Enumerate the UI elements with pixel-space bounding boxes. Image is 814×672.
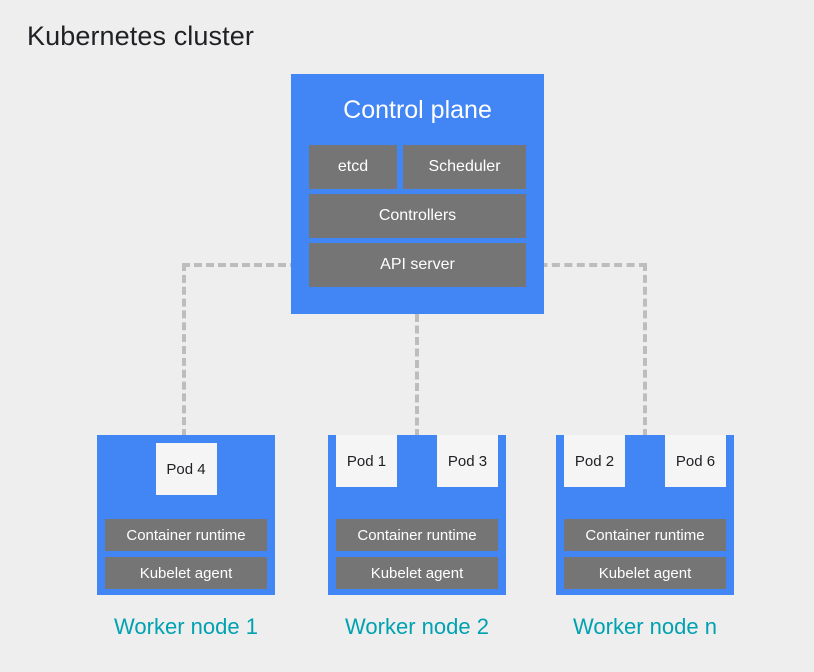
worker-node-2-kubelet-agent: Kubelet agent bbox=[336, 557, 498, 589]
worker-node-n-kubelet-agent: Kubelet agent bbox=[564, 557, 726, 589]
worker-node-n-pod-row: Pod 2 Pod 6 bbox=[556, 435, 734, 501]
control-plane-component-etcd: etcd bbox=[309, 145, 397, 189]
worker-node-n-caption: Worker node n bbox=[573, 614, 717, 639]
worker-node-n-container-runtime: Container runtime bbox=[564, 519, 726, 551]
worker-node-1-kubelet-agent: Kubelet agent bbox=[105, 557, 267, 589]
control-plane-component-controllers: Controllers bbox=[309, 194, 526, 238]
worker-node-1-container-runtime: Container runtime bbox=[105, 519, 267, 551]
connector-apiserver-to-node-2-vertical bbox=[415, 314, 419, 437]
pod: Pod 6 bbox=[665, 435, 726, 487]
control-plane-component-api-server: API server bbox=[309, 243, 526, 287]
worker-node-1-pod-row: Pod 4 bbox=[97, 435, 275, 501]
pod: Pod 1 bbox=[336, 435, 397, 487]
connector-apiserver-to-node-1-horizontal bbox=[182, 263, 310, 267]
control-plane-component-scheduler: Scheduler bbox=[403, 145, 526, 189]
worker-node-2-pod-row: Pod 1 Pod 3 bbox=[328, 435, 506, 501]
page-title: Kubernetes cluster bbox=[27, 21, 254, 51]
worker-node-1-box: Pod 4 Container runtime Kubelet agent bbox=[97, 435, 275, 595]
worker-node-1-caption: Worker node 1 bbox=[114, 614, 258, 639]
connector-apiserver-to-node-n-horizontal bbox=[527, 263, 647, 267]
worker-node-2-caption: Worker node 2 bbox=[345, 614, 489, 639]
control-plane-box: Control plane etcd Scheduler Controllers… bbox=[291, 74, 544, 314]
connector-apiserver-to-node-n-vertical bbox=[643, 263, 647, 437]
pod: Pod 3 bbox=[437, 435, 498, 487]
pod: Pod 4 bbox=[155, 443, 217, 495]
worker-node-n-box: Pod 2 Pod 6 Container runtime Kubelet ag… bbox=[556, 435, 734, 595]
worker-node-2-box: Pod 1 Pod 3 Container runtime Kubelet ag… bbox=[328, 435, 506, 595]
worker-node-2-container-runtime: Container runtime bbox=[336, 519, 498, 551]
connector-apiserver-to-node-1-vertical bbox=[182, 263, 186, 437]
pod: Pod 2 bbox=[564, 435, 625, 487]
control-plane-title: Control plane bbox=[343, 96, 492, 124]
